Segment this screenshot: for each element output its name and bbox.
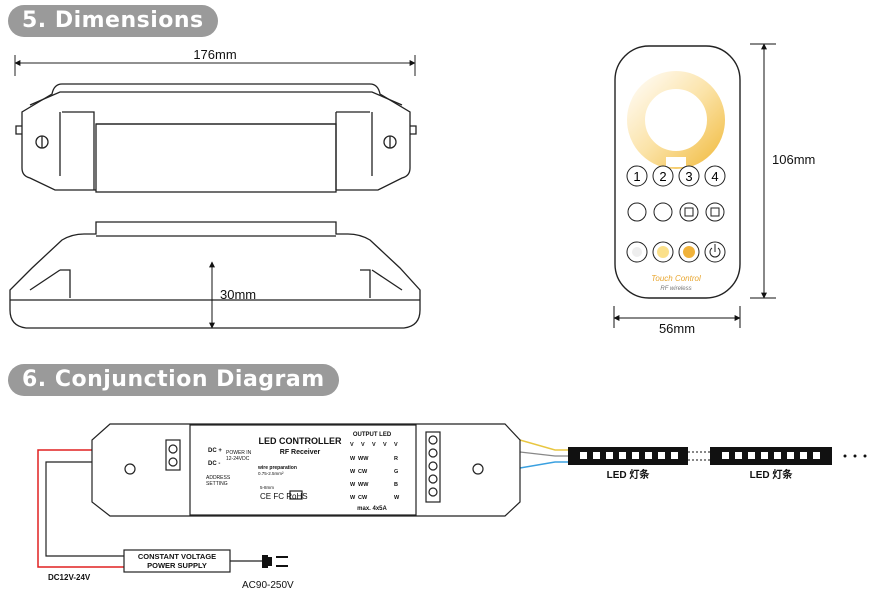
remote-button-1[interactable]: 1 xyxy=(626,165,648,187)
led-strip-2 xyxy=(710,447,832,465)
bright-up-icon[interactable] xyxy=(627,202,647,222)
remote-control xyxy=(614,45,741,299)
section-title-dimensions: 5. Dimensions xyxy=(8,5,218,37)
mode-b-icon[interactable] xyxy=(705,202,725,222)
max-current-label: max. 4x5A xyxy=(357,506,387,512)
dc-plus-label: DC + xyxy=(208,448,222,454)
col-v-3: V xyxy=(372,442,376,448)
col-v-4: V xyxy=(383,442,387,448)
dim-remote-height-label: 106mm xyxy=(772,152,815,167)
controller-side-view xyxy=(9,221,421,329)
wire-size-label: 0.75-2.5mm² xyxy=(258,471,284,476)
address-label: ADDRESS xyxy=(206,475,231,481)
row-w-4: W xyxy=(350,495,356,501)
row-mid-4: CW xyxy=(358,495,368,501)
mode-a-icon[interactable] xyxy=(679,202,699,222)
row-mid-1: WW xyxy=(358,456,369,462)
dim-height-label: 30mm xyxy=(220,287,256,302)
row-w-3: W xyxy=(350,482,356,488)
row-w: W xyxy=(394,495,400,501)
row-w-1: W xyxy=(350,456,356,462)
output-table: V V V V V W W W W WW CW WW CW R G B W xyxy=(350,442,400,501)
dim-width-label: 176mm xyxy=(193,47,236,62)
ac-voltage-label: AC90-250V xyxy=(242,580,294,591)
remote-button-3[interactable]: 3 xyxy=(678,165,700,187)
remote-button-4-label: 4 xyxy=(711,169,718,184)
col-v-1: V xyxy=(350,442,354,448)
controller-top-view xyxy=(14,55,417,193)
led-strip-1 xyxy=(568,447,688,465)
setting-label: SETTING xyxy=(206,481,228,487)
strip-len-label: 5-8mm xyxy=(260,485,274,490)
remote-button-4[interactable]: 4 xyxy=(704,165,726,187)
dc-minus-label: DC - xyxy=(208,461,220,467)
remote-brand: Touch Control xyxy=(651,274,701,283)
col-v-2: V xyxy=(361,442,365,448)
power-voltage-label: 12-24VDC xyxy=(226,456,250,462)
wire-prep-label: wire preparation xyxy=(257,465,297,471)
remote-button-1-label: 1 xyxy=(633,169,640,184)
dim-remote-width-label: 56mm xyxy=(659,321,695,336)
row-b: B xyxy=(394,482,398,488)
led-strip-1-label: LED 灯条 xyxy=(607,468,651,481)
row-mid-2: CW xyxy=(358,469,368,475)
remote-function-buttons xyxy=(627,202,725,222)
remote-button-3-label: 3 xyxy=(685,169,692,184)
output-led-label: OUTPUT LED xyxy=(353,432,392,438)
remote-number-buttons: 1 2 3 4 xyxy=(626,165,726,187)
ac-plug-icon xyxy=(262,555,288,568)
row-mid-3: WW xyxy=(358,482,369,488)
controller-subtitle: RF Receiver xyxy=(280,449,321,456)
remote-sub: RF wireless xyxy=(660,286,691,292)
power-in-label: POWER IN xyxy=(226,450,252,456)
row-w-2: W xyxy=(350,469,356,475)
bright-down-icon[interactable] xyxy=(653,202,673,222)
section-title-conjunction: 6. Conjunction Diagram xyxy=(8,364,339,396)
remote-button-2-label: 2 xyxy=(659,169,666,184)
row-r: R xyxy=(394,456,398,462)
col-v-5: V xyxy=(394,442,398,448)
controller-wiring-view xyxy=(91,423,521,517)
remote-preset-buttons xyxy=(626,241,726,263)
row-g: G xyxy=(394,469,398,475)
controller-title: LED CONTROLLER xyxy=(259,436,342,446)
dc-voltage-label: DC12V-24V xyxy=(48,573,91,582)
power-supply-line2: POWER SUPPLY xyxy=(147,561,207,570)
cert-label: CE FC RoHS xyxy=(260,492,308,501)
continuation-dots xyxy=(843,454,867,458)
remote-button-2[interactable]: 2 xyxy=(652,165,674,187)
led-strip-2-label: LED 灯条 xyxy=(750,468,794,481)
power-supply-line1: CONSTANT VOLTAGE xyxy=(138,552,216,561)
